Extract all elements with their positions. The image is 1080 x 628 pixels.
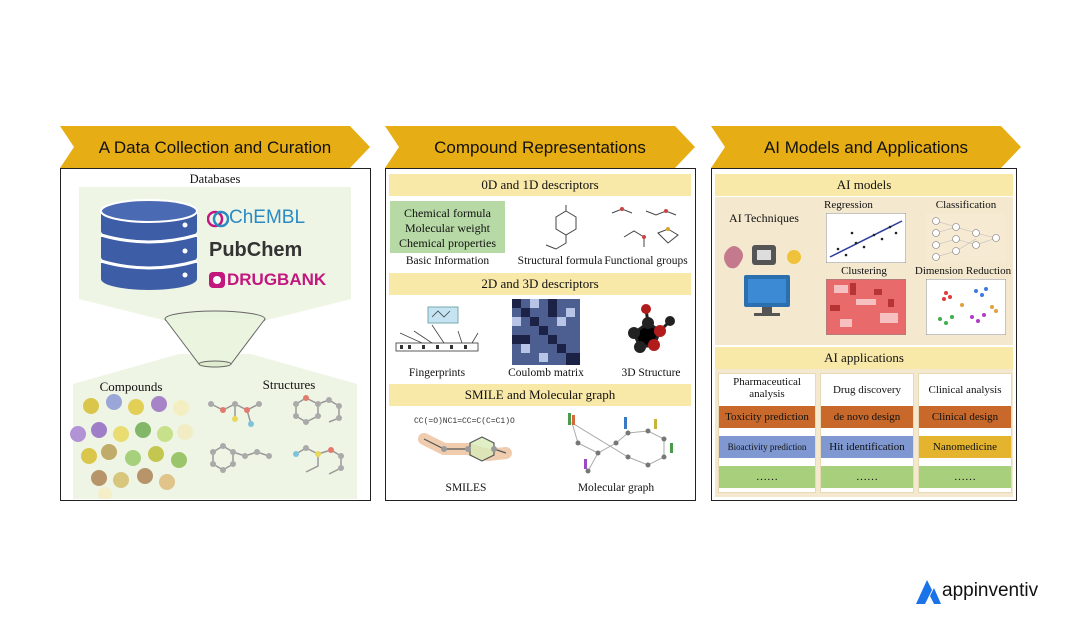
coulomb-matrix-caption: Coulomb matrix — [508, 367, 584, 379]
smiles-caption: SMILES — [445, 482, 487, 494]
banner-data-collection: A Data Collection and Curation — [60, 126, 370, 168]
ai-models-header: AI models — [715, 174, 1013, 196]
ai-techniques-icon — [724, 245, 801, 316]
banner-arrow-shape — [385, 126, 695, 168]
app-column-pharmaceutical: Pharmaceutical analysis Toxicity predict… — [718, 373, 816, 493]
clustering-label: Clustering — [841, 265, 887, 277]
banner-arrow-shape — [60, 126, 370, 168]
banner-compound-representations: Compound Representations — [385, 126, 695, 168]
banner-ai-models: AI Models and Applications — [711, 126, 1021, 168]
drugbank-logo-text: DRUGBANK — [227, 270, 327, 289]
section-smile-graph-header: SMILE and Molecular graph — [389, 384, 691, 406]
column-title: Clinical analysis — [928, 384, 1002, 396]
basic-line-3: Chemical properties — [399, 236, 496, 250]
appinventiv-brand-text: appinventiv — [942, 580, 1039, 601]
compounds-label: Compounds — [99, 379, 163, 394]
panel-compound-representations: 0D and 1D descriptors Chemical formula M… — [385, 168, 696, 501]
functional-groups-caption: Functional groups — [604, 255, 688, 267]
regression-label: Regression — [824, 199, 873, 211]
dimension-reduction-scatter — [926, 279, 1006, 335]
section-0d-1d-header: 0D and 1D descriptors — [389, 174, 691, 196]
smiles-string: CC(=O)NC1=CC=C(C=C1)O — [414, 417, 515, 426]
app-column-drug-discovery: Drug discovery de novo design Hit identi… — [820, 373, 914, 493]
ai-techniques-label: AI Techniques — [729, 211, 799, 225]
ellipsis-cell: …… — [919, 466, 1011, 488]
banner-title: A Data Collection and Curation — [98, 138, 332, 157]
databases-label: Databases — [189, 172, 241, 186]
database-icon — [100, 199, 198, 290]
banner-title: Compound Representations — [434, 138, 646, 157]
chembl-logo-text: ChEMBL — [229, 207, 306, 228]
banner-arrow-shape — [711, 126, 1021, 168]
section-2d-3d-header: 2D and 3D descriptors — [389, 273, 691, 295]
ellipsis-cell: …… — [719, 466, 815, 488]
app-column-clinical: Clinical analysis Clinical design Nanome… — [918, 373, 1012, 493]
smiles-molecule-illustration — [418, 433, 512, 462]
structure-molecules-illustration — [208, 395, 344, 475]
clinical-design-cell: Clinical design — [919, 406, 1011, 428]
column-title: Pharmaceutical analysis — [733, 376, 801, 400]
dimension-reduction-label: Dimension Reduction — [914, 265, 1012, 277]
basic-line-1: Chemical formula — [404, 206, 491, 220]
ai-applications-header: AI applications — [715, 347, 1013, 369]
hit-identification-cell: Hit identification — [821, 436, 913, 458]
panel-ai-models: AI models AI Techniques Regression Class… — [711, 168, 1017, 501]
structural-formula-caption: Structural formula — [517, 255, 603, 267]
nanomedicine-cell: Nanomedicine — [919, 436, 1011, 458]
compound-spheres-illustration — [70, 394, 193, 499]
pubchem-logo: PubChem — [209, 239, 303, 261]
toxicity-prediction-cell: Toxicity prediction — [719, 406, 815, 428]
banner-title: AI Models and Applications — [763, 138, 969, 157]
basic-information-caption: Basic Information — [405, 255, 490, 267]
column-title: Drug discovery — [832, 384, 902, 396]
appinventiv-logo-icon — [916, 580, 941, 604]
fingerprints-caption: Fingerprints — [408, 367, 466, 379]
functional-groups-illustration — [611, 207, 679, 247]
clustering-heatmap — [826, 279, 906, 335]
3d-structure-caption: 3D Structure — [621, 367, 681, 379]
ellipsis-cell: …… — [821, 466, 913, 488]
classification-network — [926, 213, 1006, 263]
drugbank-logo-icon — [209, 272, 225, 288]
structures-label: Structures — [262, 377, 316, 392]
de-novo-design-cell: de novo design — [821, 406, 913, 428]
molecular-graph-caption: Molecular graph — [577, 482, 655, 494]
bioactivity-prediction-cell: Bioactivity prediction — [719, 436, 815, 458]
coulomb-matrix-illustration — [512, 299, 580, 365]
basic-information-box: Chemical formula Molecular weight Chemic… — [390, 201, 505, 253]
chembl-logo-icon — [207, 210, 229, 228]
molecular-graph-illustration — [568, 413, 673, 474]
classification-label: Classification — [935, 199, 997, 211]
panel-data-collection: Databases ChEMBL PubChem DRUGBANK Compou… — [60, 168, 371, 501]
basic-line-2: Molecular weight — [405, 221, 490, 235]
structural-formula-illustration — [545, 205, 577, 250]
fingerprints-illustration — [395, 306, 479, 352]
regression-plot — [826, 213, 906, 263]
3d-structure-illustration — [628, 304, 675, 353]
